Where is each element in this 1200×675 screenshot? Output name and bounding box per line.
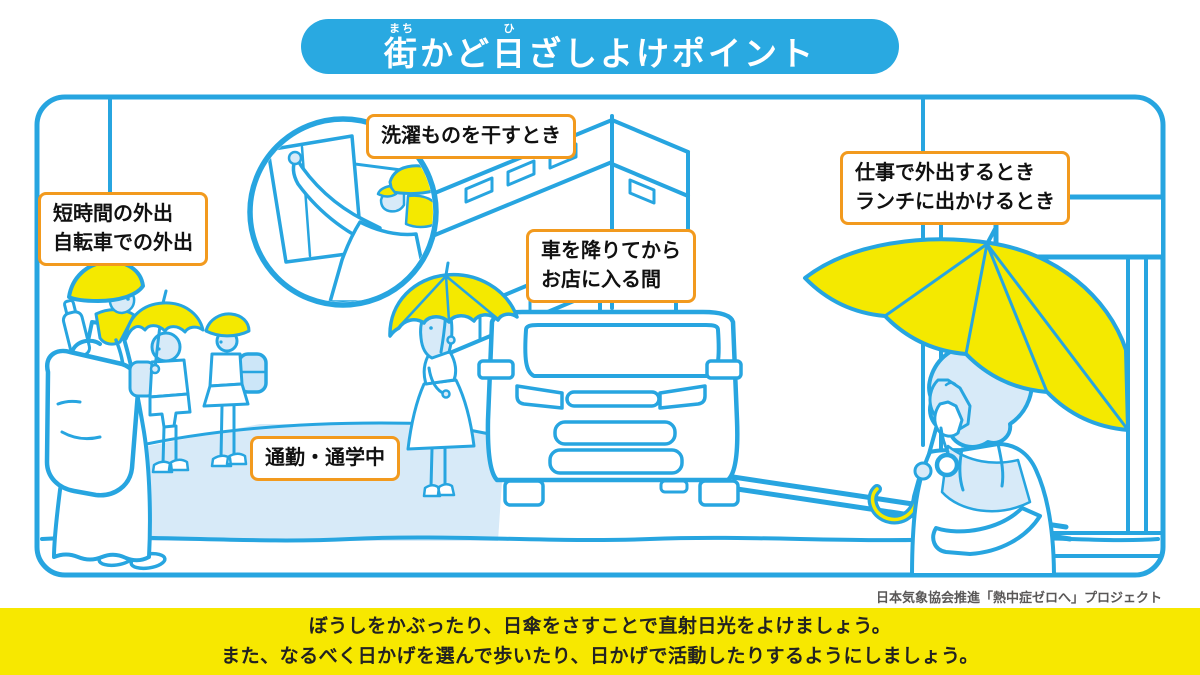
child-parasol-icon <box>124 301 205 341</box>
title-banner: まち 街 かど ひ 日 ざしよけポイント <box>301 19 899 74</box>
annotation-work: 仕事で外出するとき ランチに出かけるとき <box>840 151 1070 225</box>
woman-with-sun-hat-illustration <box>44 259 167 571</box>
title-segment: ひ 日 <box>492 22 528 72</box>
minivan-illustration <box>477 298 743 507</box>
laundry-circle-inset <box>247 116 439 308</box>
title-segment: ざしよけポイント <box>528 34 816 72</box>
watch-icon <box>934 452 960 478</box>
footer-line-2: また、なるべく日かげを選んで歩いたり、日かげで活動したりするようにしましょう。 <box>221 645 979 667</box>
schoolchildren-illustration <box>124 289 268 474</box>
tote-bag-icon <box>44 348 141 498</box>
annotation-car: 車を降りてから お店に入る間 <box>526 229 696 303</box>
annotation-short-outing: 短時間の外出 自転車での外出 <box>38 192 208 266</box>
school-hat-icon <box>204 312 251 338</box>
footer-line-1: ぼうしをかぶったり、日傘をさすことで直射日光をよけましょう。 <box>308 616 892 638</box>
man-with-umbrella-illustration <box>803 227 1130 573</box>
footer-banner: ぼうしをかぶったり、日傘をさすことで直射日光をよけましょう。 また、なるべく日か… <box>0 608 1200 675</box>
credit-text: 日本気象協会推進「熱中症ゼロへ」プロジェクト <box>875 590 1162 605</box>
annotation-commute: 通勤・通学中 <box>250 436 400 481</box>
annotation-laundry: 洗濯ものを干すとき <box>366 114 576 159</box>
parasol-icon <box>388 272 519 338</box>
title-segment: まち 街 <box>384 22 420 72</box>
title-segment: かど <box>420 34 492 72</box>
sun-hat-icon <box>67 259 145 303</box>
umbrella-icon <box>803 237 1130 432</box>
parasol-woman-illustration <box>388 261 519 498</box>
